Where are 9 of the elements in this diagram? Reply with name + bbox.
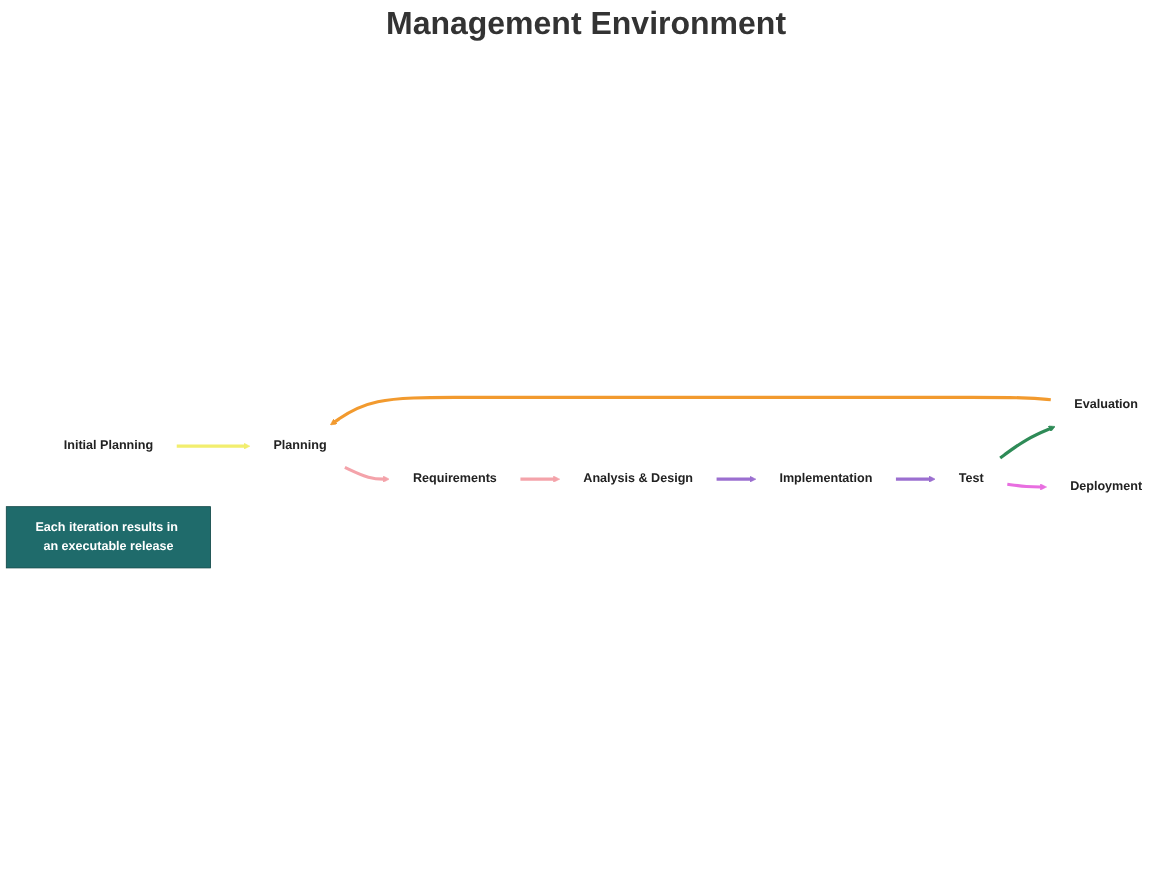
center-label: Management Environment [385,8,787,44]
arrow [1007,482,1047,491]
arrow [344,465,390,483]
arrow [176,442,251,450]
arrow [716,475,757,483]
arrow [520,475,561,483]
arrow [999,425,1056,460]
arrow [895,475,936,483]
arrow [330,395,1051,426]
